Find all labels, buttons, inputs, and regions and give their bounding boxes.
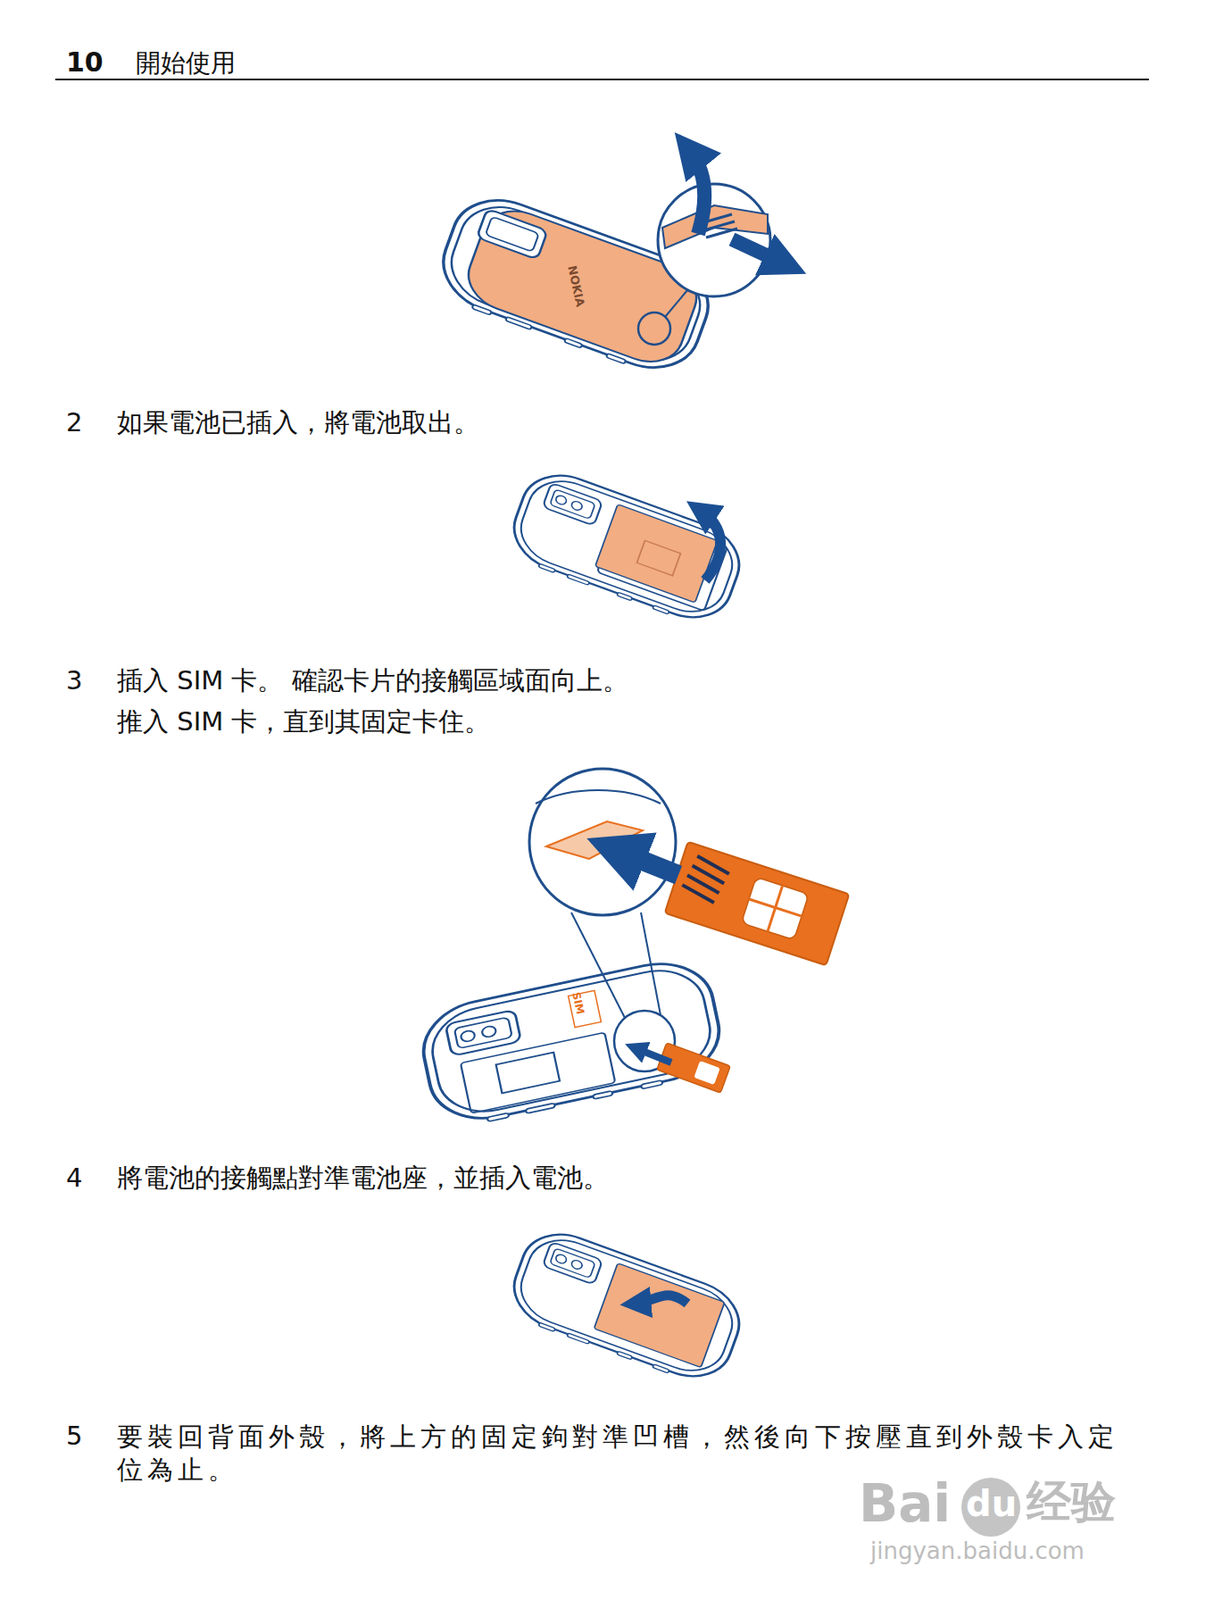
step-number: 4 xyxy=(66,1162,83,1194)
step-text: 推入 SIM 卡，直到其固定卡住。 xyxy=(116,706,491,738)
sim-card-small xyxy=(656,1042,731,1093)
watermark-url: jingyan.baidu.com xyxy=(870,1537,1085,1565)
figure-remove-battery xyxy=(502,463,750,632)
phone-outline xyxy=(415,953,729,1132)
sim-marking xyxy=(568,989,602,1027)
zoom-circle xyxy=(529,768,676,915)
figure-insert-battery xyxy=(502,1222,750,1391)
watermark: 经验 xyxy=(1026,1474,1116,1529)
insert-arrow xyxy=(635,1295,688,1304)
watermark: du xyxy=(965,1481,1017,1525)
lift-arrow xyxy=(689,149,705,234)
header-rule xyxy=(55,78,1149,81)
battery xyxy=(593,1263,724,1368)
step-number: 5 xyxy=(66,1420,83,1452)
zoom-leader xyxy=(665,290,688,317)
step-text: 如果電池已插入，將電池取出。 xyxy=(116,407,480,439)
slide-arrow xyxy=(731,239,786,265)
zoom-circle xyxy=(657,183,771,297)
zoom-leader xyxy=(640,912,661,1015)
insert-arrow xyxy=(615,849,679,875)
step-text: 要裝回背面外殼，將上方的固定鉤對準凹槽，然後向下按壓直到外殼卡入定位為止。 xyxy=(116,1420,1144,1487)
figure-remove-cover xyxy=(430,149,786,385)
running-header: 開始使用 xyxy=(135,48,236,79)
page-number: 10 xyxy=(66,46,104,79)
sim-card-large xyxy=(665,841,850,966)
step-text: 將電池的接觸點對準電池座，並插入電池。 xyxy=(116,1162,609,1194)
phone-outline xyxy=(502,463,750,632)
battery xyxy=(595,504,718,603)
insert-arrow xyxy=(635,1047,672,1063)
step-number: 2 xyxy=(66,407,83,439)
zoom-spot xyxy=(614,1010,675,1072)
phone-outline xyxy=(502,1222,750,1391)
step-text: 插入 SIM 卡。 確認卡片的接觸區域面向上。 xyxy=(116,665,629,697)
watermark-circle xyxy=(961,1477,1021,1537)
step-number: 3 xyxy=(66,665,83,697)
watermark: Bai xyxy=(858,1472,951,1536)
figure-insert-sim xyxy=(415,768,849,1132)
lift-arrow xyxy=(700,510,721,581)
